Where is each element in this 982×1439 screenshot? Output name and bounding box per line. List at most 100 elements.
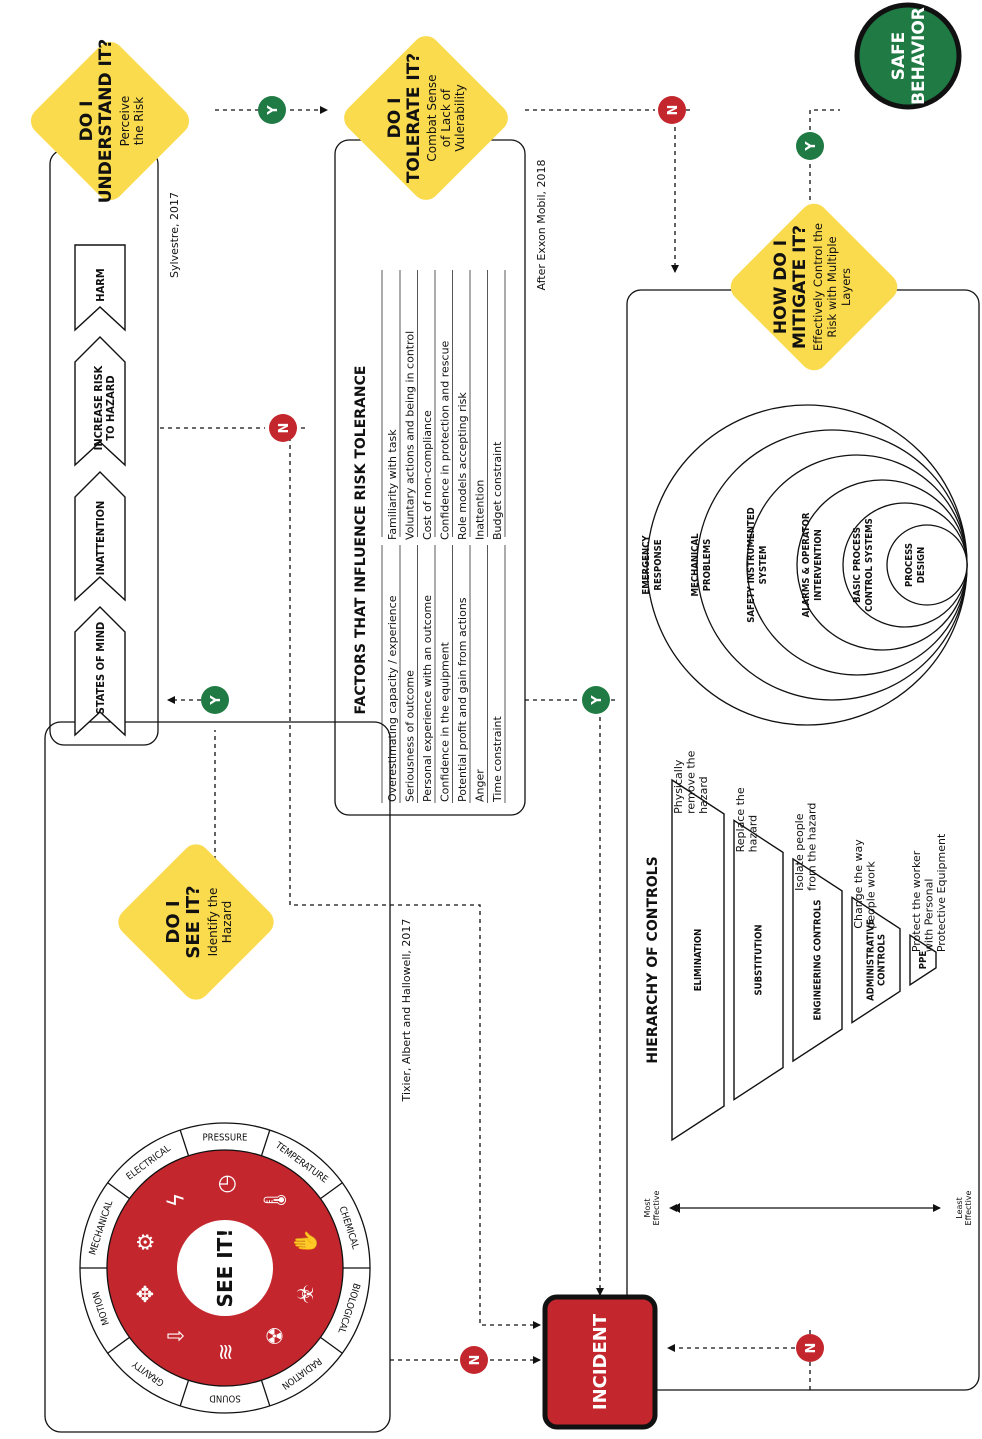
energy-label-sound: SOUND <box>209 1393 241 1404</box>
risk-factor-left: Time constraint <box>491 715 504 803</box>
harm-label: HARM <box>94 268 107 301</box>
svg-text:DO I: DO I <box>77 101 97 142</box>
protection-layer-label: BASIC PROCESS <box>852 527 863 603</box>
protection-layer-label: PROBLEMS <box>702 539 713 592</box>
svg-text:N: N <box>804 1343 819 1354</box>
hierarchy-level-band <box>671 778 725 1142</box>
inattention-label: INATTENTION <box>94 501 107 576</box>
citation-tolerate: After Exxon Mobil, 2018 <box>535 159 548 290</box>
badge-tolerate-yes: Y <box>582 686 610 714</box>
risk-factor-left: Potential profit and gain from actions <box>456 597 469 802</box>
citation-understand: Sylvestre, 2017 <box>168 192 181 278</box>
protection-layer-label: PROCESS <box>904 543 915 587</box>
svg-text:DO I: DO I <box>385 98 405 139</box>
hierarchy-level-description: Protect the worker <box>910 850 923 952</box>
hierarchy-level-name: CONTROLS <box>877 934 888 986</box>
thermometer-icon: 🌡 <box>263 1186 288 1214</box>
svg-text:Y: Y <box>209 695 224 706</box>
risk-tolerance-table: FACTORS THAT INFLUENCE RISK TOLERANCE Ov… <box>353 270 506 803</box>
svg-text:TOLERATE IT?: TOLERATE IT? <box>404 53 424 183</box>
hierarchy-level-band <box>733 819 784 1101</box>
see-panel <box>44 721 391 1433</box>
hierarchy-level-name: SUBSTITUTION <box>754 925 765 996</box>
svg-text:SAFE: SAFE <box>889 32 909 81</box>
risk-factor-right: Role models accepting risk <box>456 392 469 540</box>
svg-text:UNDERSTAND IT?: UNDERSTAND IT? <box>96 39 116 204</box>
increase-risk-label-1: INCREASE RISK <box>92 365 105 450</box>
badge-see-no: N <box>460 1346 488 1374</box>
hierarchy-level-name: PPE <box>918 951 929 970</box>
gears-icon: ⚙ <box>134 1232 159 1252</box>
hierarchy-level-description: Isolate people <box>793 813 806 891</box>
decision-see-it: DO I SEE IT? Identify the Hazard <box>118 844 274 1000</box>
svg-text:Combat Sense: Combat Sense <box>425 74 439 161</box>
svg-text:INCIDENT: INCIDENT <box>590 1313 611 1410</box>
risk-factor-right: Familiarity with task <box>386 429 399 540</box>
risk-factor-right: Inattention <box>474 480 487 540</box>
svg-text:N: N <box>468 1355 483 1366</box>
chemical-hand-icon: ✋ <box>293 1228 319 1255</box>
hierarchy-level-description: with Personal <box>923 879 936 953</box>
svg-text:Y: Y <box>590 695 605 706</box>
protection-layer-label: MECHANICAL <box>690 533 701 597</box>
protection-layer-ring <box>886 524 968 606</box>
most-effective-label-2: Effective <box>652 1190 661 1225</box>
badge-mitigate-no: N <box>796 1334 824 1362</box>
protection-layer-label: EMERGENCY <box>641 535 652 595</box>
hierarchy-level-description: remove the <box>685 750 698 814</box>
hierarchy-level-description: Replace the <box>734 787 747 852</box>
hierarchy-level-band <box>792 857 843 1063</box>
decision-tolerate-it: DO I TOLERATE IT? Combat Sense of Lack o… <box>344 36 508 200</box>
svg-text:MITIGATE IT?: MITIGATE IT? <box>790 225 810 349</box>
hierarchy-level-band <box>851 896 901 1024</box>
hierarchy-level-description: from the hazard <box>806 803 819 891</box>
increase-risk-label-2: TO HAZARD <box>104 375 117 440</box>
risk-factor-right: Cost of non-compliance <box>421 410 434 540</box>
hierarchy-level-description: hazard <box>747 815 760 853</box>
least-effective-label-2: Effective <box>964 1190 973 1225</box>
svg-text:SEE IT?: SEE IT? <box>183 885 204 958</box>
risk-factor-left: Anger <box>474 769 487 802</box>
radiation-icon: ☢ <box>263 1326 288 1346</box>
badge-tolerate-no: N <box>658 96 686 124</box>
hierarchy-level-description: Physically <box>672 759 685 814</box>
least-effective-label-1: Least <box>955 1197 964 1218</box>
svg-text:N: N <box>666 105 681 116</box>
lightning-icon: ϟ <box>165 1193 190 1208</box>
svg-text:Effectively Control the: Effectively Control the <box>811 223 825 351</box>
states-of-mind-sequence <box>74 244 126 737</box>
energy-label-pressure: PRESSURE <box>203 1133 248 1144</box>
protection-layer-label: INTERVENTION <box>813 529 824 601</box>
hierarchy-level-description: Change the way <box>852 839 865 929</box>
gravity-icon: ⇩ <box>165 1327 190 1345</box>
risk-factor-left: Confidence in the equipment <box>439 641 452 802</box>
hierarchy-level-name: ELIMINATION <box>693 929 704 992</box>
svg-text:of Lack of: of Lack of <box>439 88 453 147</box>
protection-layer-label: ALARMS & OPERATOR <box>801 512 812 617</box>
badge-mitigate-yes: Y <box>796 132 824 160</box>
hierarchy-level-band <box>909 933 937 987</box>
sound-wave-icon: ≋ <box>214 1343 239 1361</box>
svg-text:BEHAVIOR: BEHAVIOR <box>909 7 929 105</box>
motion-arrows-icon: ✥ <box>134 1285 159 1303</box>
svg-text:HOW DO I: HOW DO I <box>771 240 791 334</box>
risk-factor-left: Seriousness of outcome <box>404 670 417 802</box>
risk-factor-left: Overestimating capacity / experience <box>386 595 399 802</box>
chevron-inattention <box>74 471 126 602</box>
decision-understand-it: DO I UNDERSTAND IT? Perceive the Risk <box>30 39 190 204</box>
risk-factor-left: Personal experience with an outcome <box>421 595 434 802</box>
risk-factor-right: Voluntary actions and being in control <box>404 331 417 540</box>
decision-mitigate-it: HOW DO I MITIGATE IT? Effectively Contro… <box>730 203 898 371</box>
badge-understand-yes: Y <box>258 96 286 124</box>
svg-text:Layers: Layers <box>839 268 853 306</box>
svg-text:Y: Y <box>804 141 819 152</box>
citation-see: Tixier, Albert and Hallowell, 2017 <box>400 919 413 1103</box>
svg-text:N: N <box>277 423 292 434</box>
svg-text:Identify the: Identify the <box>206 888 220 957</box>
risk-factor-right: Budget constraint <box>491 441 504 540</box>
svg-text:Y: Y <box>266 105 281 116</box>
chevron-harm <box>74 244 126 332</box>
